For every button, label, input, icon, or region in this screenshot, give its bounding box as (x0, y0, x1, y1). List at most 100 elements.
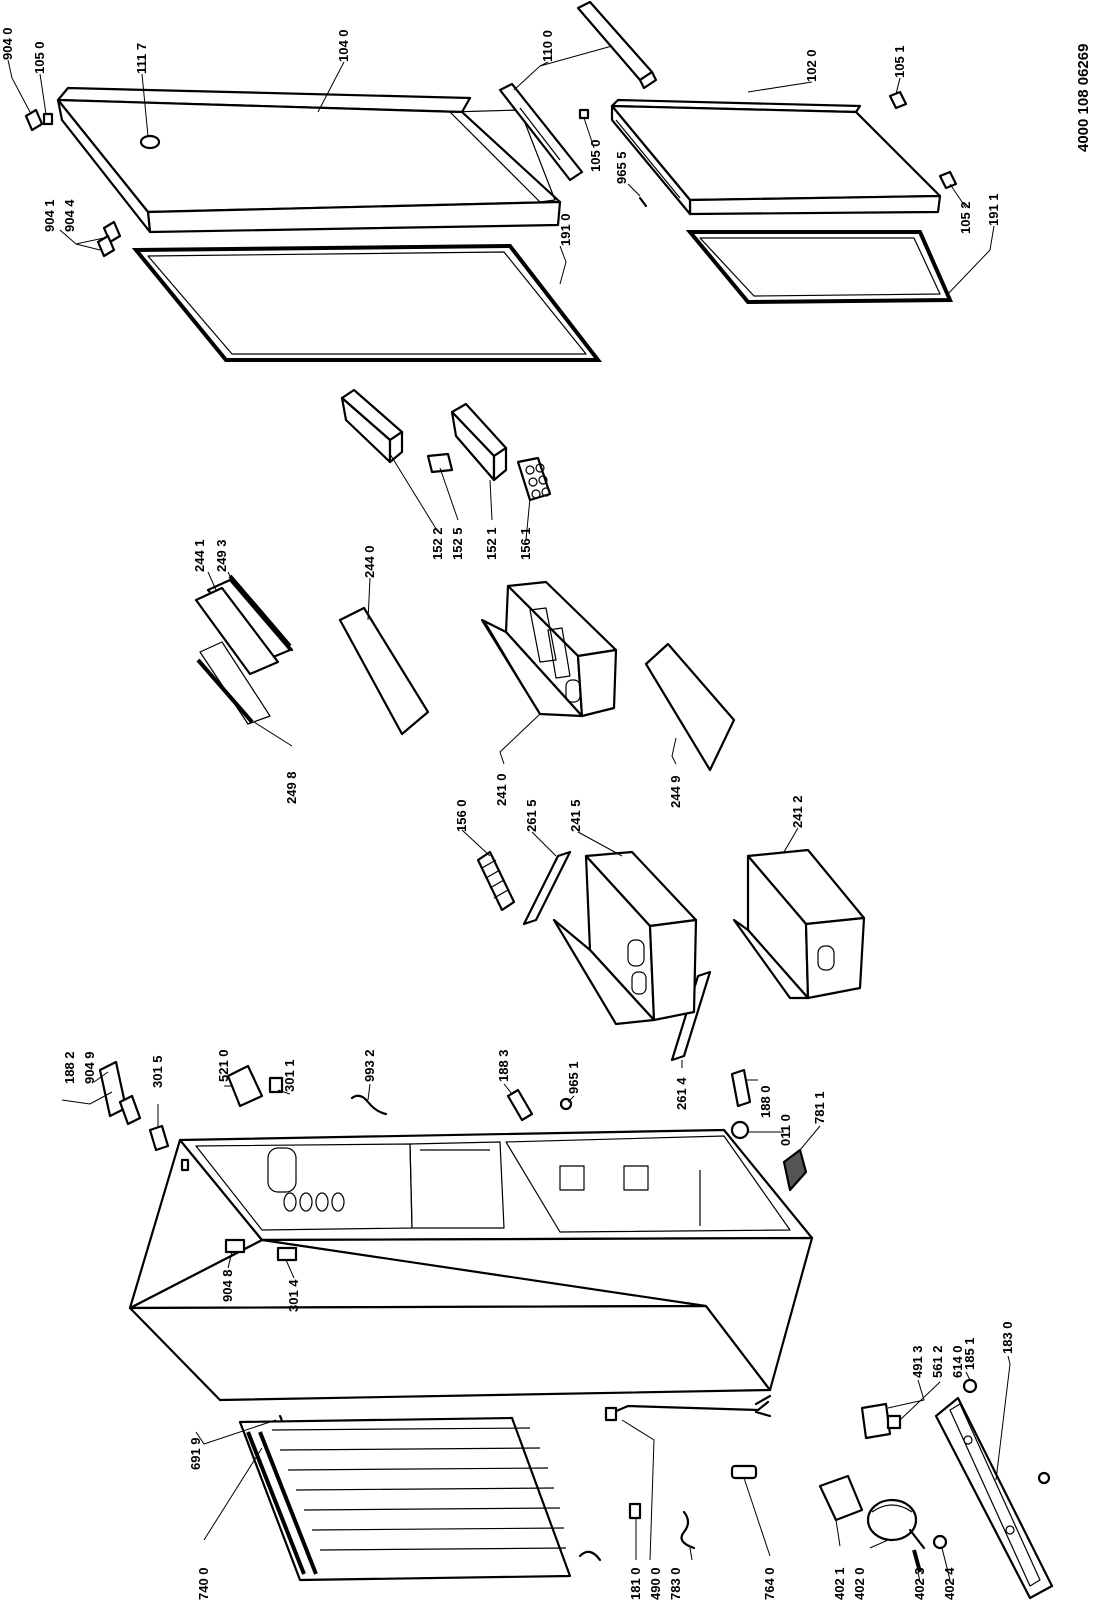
part-glass-shelf-upper (194, 576, 294, 725)
part-tube-7830 (680, 1510, 696, 1550)
part-hinge-covers-left (96, 220, 122, 258)
label-2415: 241 5 (568, 799, 583, 832)
label-9041: 904 1 (42, 199, 57, 232)
label-2615: 261 5 (524, 799, 539, 832)
part-hinge-cover-top (24, 108, 54, 132)
part-compressor (866, 1498, 926, 1550)
part-freezer-gasket (685, 230, 954, 305)
label-1020: 102 0 (804, 49, 819, 82)
label-7400: 740 0 (196, 1567, 211, 1600)
part-compressor-cover (818, 1474, 864, 1522)
label-9932: 993 2 (362, 1049, 377, 1082)
label-1911: 191 1 (986, 193, 1001, 226)
part-wire-9932 (350, 1094, 388, 1116)
label-4024: 402 4 (942, 1567, 957, 1600)
part-door-handle (498, 0, 658, 182)
label-5612: 561 2 (930, 1345, 945, 1378)
part-fridge-gasket (131, 243, 603, 362)
label-4900: 490 0 (648, 1567, 663, 1600)
part-power-cord (604, 1394, 772, 1422)
label-2449: 244 9 (668, 775, 683, 808)
part-cabinet (128, 1128, 814, 1402)
label-9651: 965 1 (566, 1061, 581, 1094)
label-6919: 691 9 (188, 1437, 203, 1470)
label-2493: 249 3 (214, 539, 229, 572)
part-spare-7811 (782, 1148, 808, 1192)
part-labels: 904 0 105 0 111 7 104 0 110 0 102 0 105 … (0, 27, 1092, 1600)
part-relay-box (860, 1402, 902, 1440)
part-light-cover (98, 1060, 142, 1126)
label-1052: 105 2 (958, 201, 973, 234)
part-fridge-door (56, 86, 562, 234)
label-1883: 188 3 (496, 1049, 511, 1082)
label-1050b: 105 0 (588, 139, 603, 172)
label-2440: 244 0 (362, 545, 377, 578)
part-door-balcony-lower (450, 402, 508, 482)
label-1525: 152 5 (450, 527, 465, 560)
part-shelf-trim (196, 574, 292, 724)
part-freezer-door (610, 98, 942, 216)
label-4913: 491 3 (910, 1345, 925, 1378)
leader-lines (7, 45, 1011, 1583)
part-grommet-1851 (962, 1378, 978, 1394)
label-9040a: 904 0 (0, 27, 15, 60)
part-filter-drier (730, 1464, 758, 1480)
label-7811: 781 1 (812, 1091, 827, 1124)
part-balcony-divider (426, 452, 454, 474)
label-4021: 402 1 (832, 1567, 847, 1600)
label-2498: 249 8 (284, 771, 299, 804)
label-1100: 110 0 (540, 30, 555, 62)
label-7640: 764 0 (762, 1567, 777, 1600)
part-bottle-rack (476, 850, 516, 912)
part-compressor-grommet (932, 1534, 948, 1550)
label-1851: 185 1 (962, 1337, 977, 1370)
label-4023: 402 3 (912, 1567, 927, 1600)
label-1561: 156 1 (518, 527, 533, 560)
label-1830: 183 0 (1000, 1321, 1015, 1354)
part-glass-shelf-lower (644, 642, 736, 772)
part-egg-tray (516, 456, 552, 502)
label-5210: 521 0 (216, 1049, 231, 1082)
part-door-balcony-upper (340, 388, 404, 464)
label-3011: 301 1 (282, 1059, 297, 1092)
label-3015: 301 5 (150, 1055, 165, 1088)
label-1882: 188 2 (62, 1051, 77, 1084)
part-glass-shelf-middle (338, 606, 430, 736)
label-6140: 614 0 (950, 1345, 965, 1378)
label-2614: 261 4 (674, 1077, 689, 1110)
label-2412: 241 2 (790, 795, 805, 828)
label-9655a: 965 5 (614, 151, 629, 184)
part-cover-3015 (148, 1124, 170, 1152)
part-compressor-base (934, 1396, 1054, 1600)
label-1051: 105 1 (892, 45, 907, 78)
part-bracket-1880 (730, 1068, 752, 1108)
part-freezer-drawer-bottom (732, 848, 866, 1000)
label-1910: 191 0 (558, 213, 573, 246)
label-9044: 904 4 (62, 199, 77, 232)
label-3014: 301 4 (286, 1279, 301, 1312)
label-1117: 111 7 (134, 43, 149, 74)
label-9049: 904 9 (82, 1051, 97, 1084)
part-drawer-rail-upper (522, 850, 572, 926)
label-2410: 241 0 (494, 773, 509, 806)
label-0110: 011 0 (778, 1114, 793, 1146)
label-4020: 402 0 (852, 1567, 867, 1600)
part-crisper-drawer-large (480, 580, 618, 718)
label-1521: 152 1 (484, 527, 499, 560)
label-9048: 904 8 (220, 1269, 235, 1302)
label-1880: 188 0 (758, 1085, 773, 1118)
label-1040: 104 0 (336, 29, 351, 62)
document-reference: 4000 108 06269 (1075, 44, 1092, 152)
label-1522: 152 2 (430, 527, 445, 560)
label-2441: 244 1 (192, 539, 207, 572)
part-freezer-drawer-middle (552, 850, 698, 1026)
label-1560: 156 0 (454, 799, 469, 832)
label-1050a: 105 0 (32, 41, 47, 74)
part-compressor-pin (912, 1549, 922, 1573)
part-bracket-1883 (506, 1088, 573, 1122)
part-thermostat-housing (226, 1064, 284, 1108)
part-foot-0110 (730, 1120, 750, 1140)
label-1810: 181 0 (628, 1567, 643, 1600)
part-condenser (238, 1416, 602, 1582)
